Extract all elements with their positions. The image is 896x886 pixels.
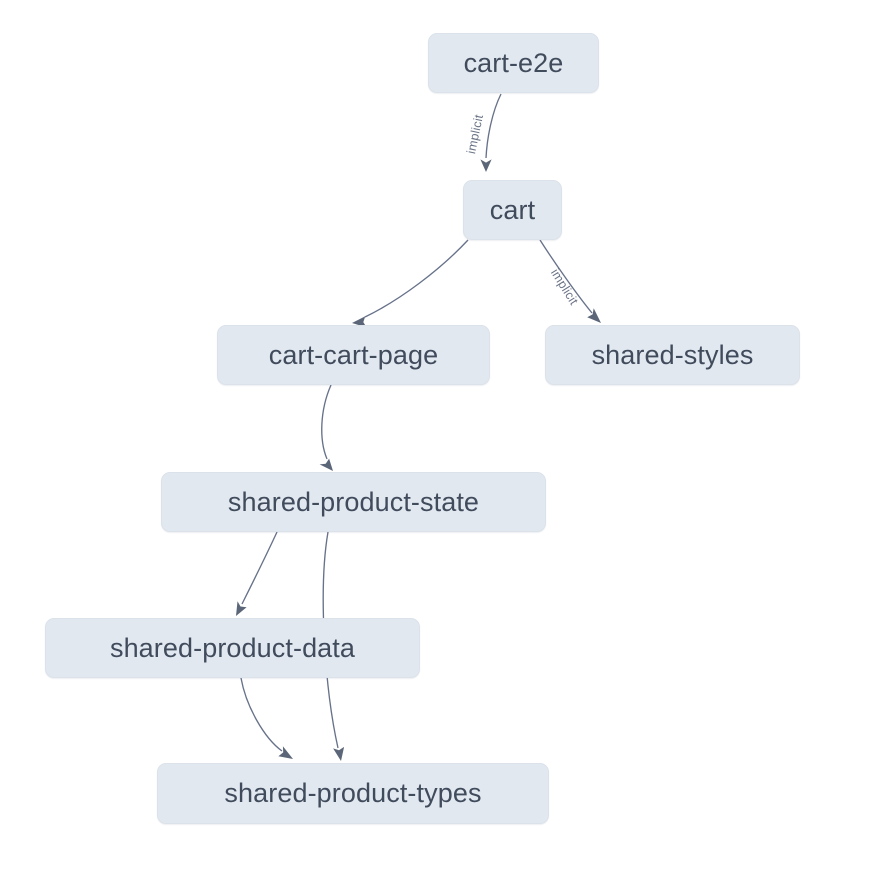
edge-shared-product-state-to-shared-product-data — [241, 531, 278, 605]
graph-node-label: shared-product-data — [109, 632, 356, 663]
edge-label-cart-e2e-to-cart: implicit — [464, 113, 486, 155]
graph-node-shared-styles[interactable]: shared-styles — [545, 325, 800, 385]
arrowhead-icon-shared-product-data-to-shared-product-types — [278, 746, 293, 759]
arrowhead-icon-shared-product-state-to-shared-product-types — [333, 746, 345, 761]
edge-cart-e2e-to-cart — [485, 93, 502, 159]
graph-node-label: shared-product-types — [224, 778, 482, 808]
arrowhead-icon-shared-product-state-to-shared-product-data — [236, 601, 247, 616]
edge-shared-product-data-to-shared-product-types — [240, 677, 283, 752]
graph-node-shared-product-data[interactable]: shared-product-data — [45, 618, 420, 678]
graph-node-shared-product-state[interactable]: shared-product-state — [161, 472, 546, 532]
edge-label-cart-to-shared-styles: implicit — [548, 266, 581, 307]
graph-node-shared-product-types[interactable]: shared-product-types — [157, 763, 549, 824]
graph-node-label: cart-cart-page — [268, 339, 439, 370]
arrowhead-icon-cart-cart-page-to-shared-product-state — [319, 458, 333, 471]
graph-node-label: shared-styles — [591, 339, 754, 370]
graph-node-label: shared-product-state — [227, 486, 480, 517]
graph-node-cart-cart-page[interactable]: cart-cart-page — [217, 325, 490, 385]
graph-node-label: cart — [489, 194, 536, 225]
edge-cart-to-shared-styles — [539, 239, 593, 314]
arrowhead-icon-cart-to-shared-styles — [587, 308, 601, 323]
edge-cart-to-cart-cart-page — [364, 239, 469, 318]
arrowhead-icon-cart-e2e-to-cart — [480, 159, 492, 172]
edge-cart-cart-page-to-shared-product-state — [321, 384, 332, 460]
graph-node-cart-e2e[interactable]: cart-e2e — [428, 33, 599, 93]
graph-node-cart[interactable]: cart — [463, 180, 562, 240]
graph-node-label: cart-e2e — [463, 47, 564, 78]
